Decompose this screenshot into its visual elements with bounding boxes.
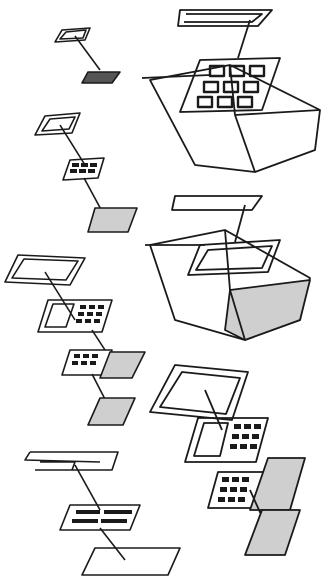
open-frame bbox=[25, 452, 118, 470]
panel-small-3 bbox=[5, 255, 145, 425]
connector-line bbox=[75, 465, 100, 510]
panel-small-2 bbox=[35, 113, 137, 232]
grid-cells bbox=[70, 163, 97, 173]
light-tile bbox=[88, 208, 137, 232]
connector-line bbox=[75, 36, 100, 70]
grid-cells-2 bbox=[218, 477, 249, 502]
connector-line bbox=[205, 390, 222, 430]
panel-small-1 bbox=[55, 28, 120, 83]
light-tile bbox=[250, 458, 305, 510]
panel-large-2 bbox=[145, 196, 310, 340]
top-frame bbox=[172, 196, 262, 210]
connector-line bbox=[100, 528, 125, 560]
grid-inner bbox=[194, 423, 228, 456]
grid-windows bbox=[198, 66, 264, 107]
grid-cells bbox=[76, 305, 104, 323]
light-tile-2 bbox=[88, 398, 135, 425]
bar-cells bbox=[72, 510, 132, 523]
panel-large-1 bbox=[142, 10, 320, 172]
light-tile bbox=[100, 352, 145, 378]
box-edge bbox=[225, 230, 230, 290]
light-tile-2 bbox=[245, 510, 300, 555]
dark-tile bbox=[82, 72, 120, 83]
grid-cells bbox=[230, 424, 261, 449]
grid-inner bbox=[45, 304, 74, 327]
frame-inner bbox=[60, 30, 86, 39]
blank-tile bbox=[82, 548, 180, 575]
top-frame bbox=[178, 10, 272, 26]
panel-large-3 bbox=[150, 365, 305, 555]
connector-line bbox=[92, 330, 105, 350]
panel-small-4 bbox=[25, 452, 180, 575]
frame-inner bbox=[12, 259, 78, 280]
rod bbox=[145, 205, 245, 245]
box-edge bbox=[235, 115, 255, 172]
grid-cells-2 bbox=[72, 354, 98, 365]
frame-inner bbox=[160, 372, 240, 414]
frame-inner bbox=[42, 117, 75, 131]
shaded-base bbox=[225, 280, 310, 340]
